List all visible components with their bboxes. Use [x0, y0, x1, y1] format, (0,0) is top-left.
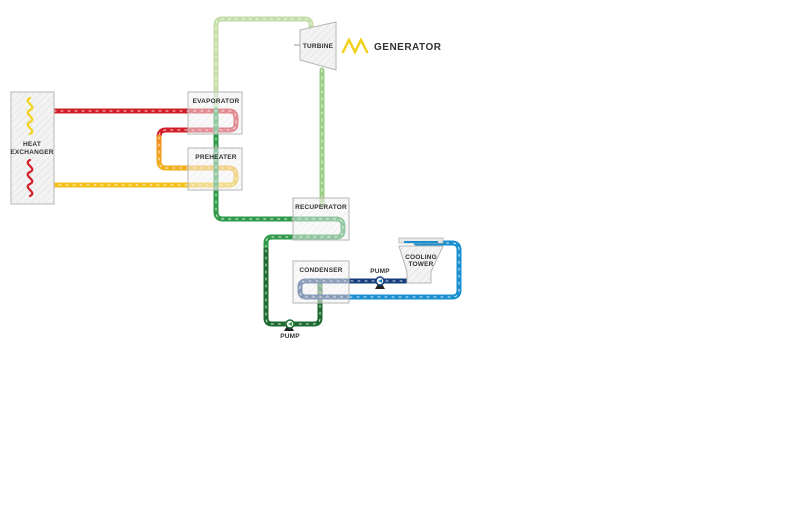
vapor-loop [213, 16, 325, 208]
turbine: TURBINE [294, 21, 337, 71]
recuperator-label: RECUPERATOR [295, 204, 347, 211]
evaporator: EVAPORATOR [187, 91, 243, 135]
preheater-label: PREHEATER [195, 154, 237, 161]
main-pump: PUMP [280, 319, 300, 340]
turbine-label: TURBINE [303, 43, 334, 50]
evaporator-label: EVAPORATOR [193, 98, 240, 105]
cooling-tower: COOLING TOWER [398, 237, 444, 284]
pump-icon [284, 319, 295, 331]
heat-exchanger: HEAT EXCHANGER [10, 91, 55, 205]
cooling-pump-label: PUMP [370, 268, 390, 275]
heat-exchanger-label-1: HEAT [23, 141, 41, 148]
wavy-heat-icon-top [26, 96, 34, 136]
pump-icon [375, 276, 385, 289]
heat-exchanger-label-2: EXCHANGER [10, 149, 53, 156]
main-pump-label: PUMP [280, 333, 300, 340]
cooling-tower-label-2: TOWER [408, 261, 433, 268]
generator: GENERATOR [341, 37, 442, 55]
wavy-heat-icon-bottom [26, 158, 34, 198]
condenser: CONDENSER [292, 260, 350, 304]
preheater: PREHEATER [187, 147, 243, 191]
zigzag-generator-icon [341, 37, 369, 55]
condenser-label: CONDENSER [299, 267, 342, 274]
recuperator: RECUPERATOR [292, 197, 350, 241]
generator-label: GENERATOR [374, 42, 442, 53]
cooling-tower-label-1: COOLING [405, 254, 437, 261]
cooling-pump: PUMP [370, 268, 390, 289]
